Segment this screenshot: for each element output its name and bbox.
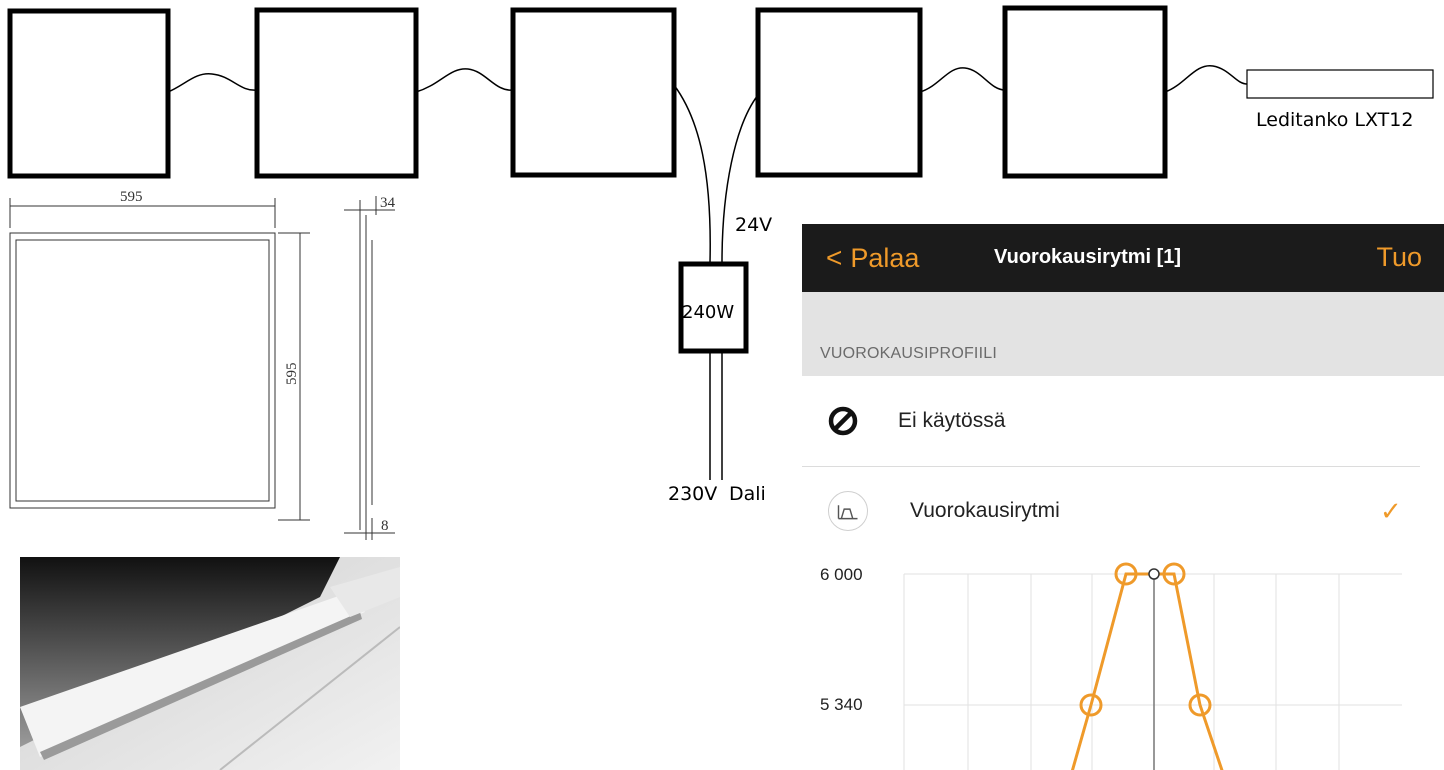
y-tick-label-top: 6 000 [820, 565, 863, 584]
control-label: Dali [729, 483, 766, 505]
rhythm-chart[interactable]: 6 000 5 340 [802, 560, 1444, 770]
import-button[interactable]: Tuo [1376, 242, 1422, 272]
product-label: Leditanko LXT12 [1256, 109, 1413, 131]
panel-front-inner [15, 239, 270, 502]
checkmark-icon: ✓ [1380, 496, 1402, 526]
panel-front-outer [9, 232, 276, 509]
y-tick-label-bottom: 5 340 [820, 695, 863, 714]
section-label: VUOROKAUSIPROFIILI [820, 345, 997, 362]
ceiling-track-photo [20, 557, 400, 770]
led-panel-2 [254, 7, 419, 179]
psu-power-label: 240W [682, 302, 734, 323]
app-screenshot: < Palaa Vuorokausirytmi [1] Tuo VUOROKAU… [802, 224, 1444, 770]
led-panel-3 [510, 7, 677, 178]
output-voltage-label: 24V [735, 214, 772, 236]
option-disabled-label: Ei käytössä [898, 409, 1006, 432]
current-time-dot [1148, 568, 1160, 580]
cable-4-5 [919, 67, 1006, 93]
chevron-left-icon: < [826, 242, 843, 273]
rhythm-series-line [1070, 572, 1224, 770]
height-dimension: 595 [284, 363, 300, 386]
rhythm-point-2[interactable] [1114, 562, 1138, 586]
width-dimension: 595 [120, 189, 143, 205]
rhythm-point-4[interactable] [1188, 693, 1212, 717]
chart-grid [903, 573, 1402, 770]
cable-5-strip [1164, 65, 1248, 93]
back-label: Palaa [850, 242, 920, 273]
depth-bottom-dimension: 8 [381, 518, 389, 534]
option-disabled[interactable]: Ei käytössä [802, 376, 1420, 467]
cable-1-2 [167, 73, 258, 93]
cable-2-3 [415, 68, 514, 93]
rhythm-icon [828, 491, 868, 531]
psu-output-cable-b [721, 94, 759, 263]
led-panel-1 [7, 8, 171, 179]
rhythm-point-1[interactable] [1079, 693, 1103, 717]
app-header: < Palaa Vuorokausirytmi [1] Tuo [802, 224, 1444, 292]
depth-top-dimension: 34 [380, 195, 396, 211]
option-daily-rhythm-label: Vuorokausirytmi [910, 499, 1060, 522]
psu-output-cable-a [673, 84, 711, 263]
power-supply [678, 261, 749, 354]
option-daily-rhythm[interactable]: Vuorokausirytmi ✓ [802, 466, 1444, 556]
ban-icon [828, 406, 858, 436]
section-header: VUOROKAUSIPROFIILI [802, 292, 1444, 376]
rhythm-point-3[interactable] [1162, 562, 1186, 586]
page-title: Vuorokausirytmi [1] [994, 246, 1182, 268]
back-button[interactable]: < Palaa [826, 241, 919, 275]
led-strip [1246, 69, 1434, 99]
led-panel-5 [1002, 5, 1168, 179]
input-voltage-label: 230V [668, 483, 717, 505]
led-panel-4 [755, 7, 923, 178]
